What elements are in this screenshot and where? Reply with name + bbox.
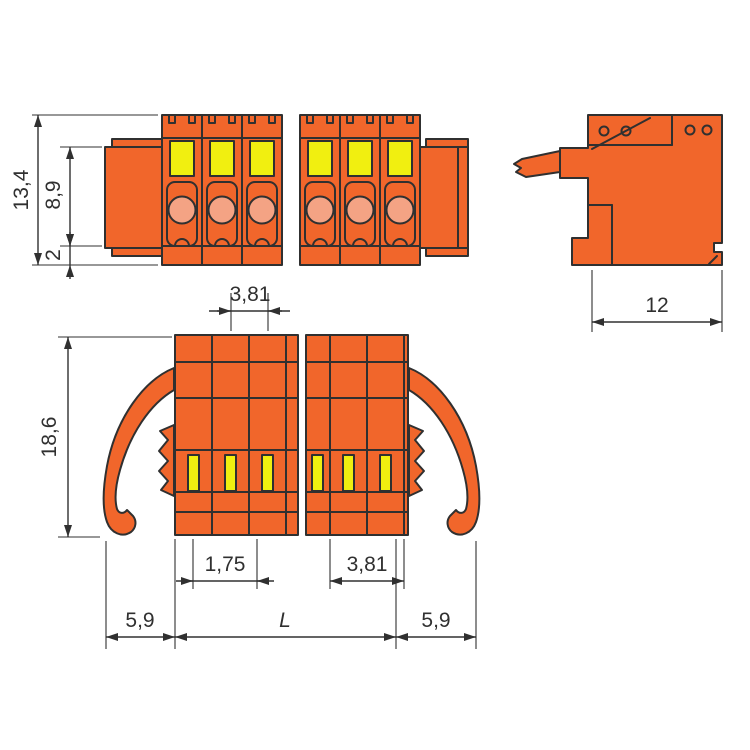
left-locking-lever <box>102 367 175 536</box>
top-notch <box>306 114 314 124</box>
top-notch <box>168 114 176 124</box>
dim-label-base-height: 2 <box>42 249 65 261</box>
contact-opening <box>207 195 237 225</box>
housing-hole <box>620 125 632 137</box>
dim-label-housing-height: 8,9 <box>42 180 65 209</box>
lever-spring-teeth <box>408 424 425 497</box>
pushbutton <box>249 140 275 177</box>
top-notch <box>268 114 276 124</box>
front-left-flange <box>104 138 163 257</box>
dim-label-pitch-bottom: 3,81 <box>347 553 388 576</box>
dim-slot-width: 1,75 <box>176 539 274 589</box>
top-notch <box>346 114 354 124</box>
dim-label-total-length: L <box>279 609 291 632</box>
dim-lever-height: 18,6 <box>38 336 172 538</box>
top-notch <box>208 114 216 124</box>
dim-label-slot-width: 1,75 <box>205 553 246 576</box>
lever-arm <box>408 367 481 536</box>
lever-spring-teeth <box>158 424 175 497</box>
contact-opening <box>167 195 197 225</box>
dim-length-row: 5,9 L 5,9 <box>105 539 477 649</box>
actuation-slot <box>342 454 355 492</box>
side-housing <box>559 114 723 266</box>
bottom-body-left-group <box>174 334 299 536</box>
latch-arm <box>513 150 561 178</box>
housing-hole <box>701 124 713 136</box>
contact-opening <box>345 195 375 225</box>
pole-2 <box>206 114 238 247</box>
dim-housing-height: 8,9 <box>42 146 102 247</box>
dim-overall-height: 13,4 <box>10 114 158 266</box>
top-notch <box>188 114 196 124</box>
front-right-flange <box>419 138 469 257</box>
pushbutton <box>169 140 195 177</box>
pole-6 <box>384 114 416 247</box>
pushbutton <box>347 140 373 177</box>
pole-1 <box>166 114 198 247</box>
actuation-slot <box>311 454 324 492</box>
top-notch <box>406 114 414 124</box>
pushbutton <box>209 140 235 177</box>
bottom-view <box>102 334 481 536</box>
dim-pitch-bottom: 3,81 <box>329 539 405 589</box>
dim-pitch-top: 3,81 <box>209 283 290 331</box>
side-view <box>513 114 723 266</box>
pushbutton <box>387 140 413 177</box>
contact-opening <box>305 195 335 225</box>
pushbutton <box>307 140 333 177</box>
actuation-slot <box>224 454 237 492</box>
top-notch <box>228 114 236 124</box>
housing-hole <box>684 124 696 136</box>
top-notch <box>386 114 394 124</box>
latch-lever-line <box>591 117 651 150</box>
lever-arm <box>102 367 175 536</box>
actuation-slot <box>187 454 200 492</box>
front-view <box>104 114 469 266</box>
pole-5 <box>344 114 376 247</box>
dim-label-overall-height: 13,4 <box>10 169 33 210</box>
right-locking-lever <box>408 367 481 536</box>
pole-4 <box>304 114 336 247</box>
dim-label-lever-height: 18,6 <box>38 417 61 458</box>
contact-opening <box>385 195 415 225</box>
dim-label-margin-right: 5,9 <box>421 609 450 632</box>
actuation-slot <box>261 454 274 492</box>
dim-label-depth: 12 <box>645 294 668 317</box>
top-notch <box>366 114 374 124</box>
contact-opening <box>247 195 277 225</box>
bottom-body-right-group <box>305 334 409 536</box>
dim-base-height: 2 <box>42 232 74 279</box>
dim-label-pitch-top: 3,81 <box>230 283 271 306</box>
housing-hole <box>598 125 610 137</box>
top-notch <box>326 114 334 124</box>
pole-3 <box>246 114 278 247</box>
actuation-slot <box>379 454 392 492</box>
dim-depth: 12 <box>591 270 723 332</box>
top-notch <box>248 114 256 124</box>
dim-label-margin-left: 5,9 <box>125 609 154 632</box>
